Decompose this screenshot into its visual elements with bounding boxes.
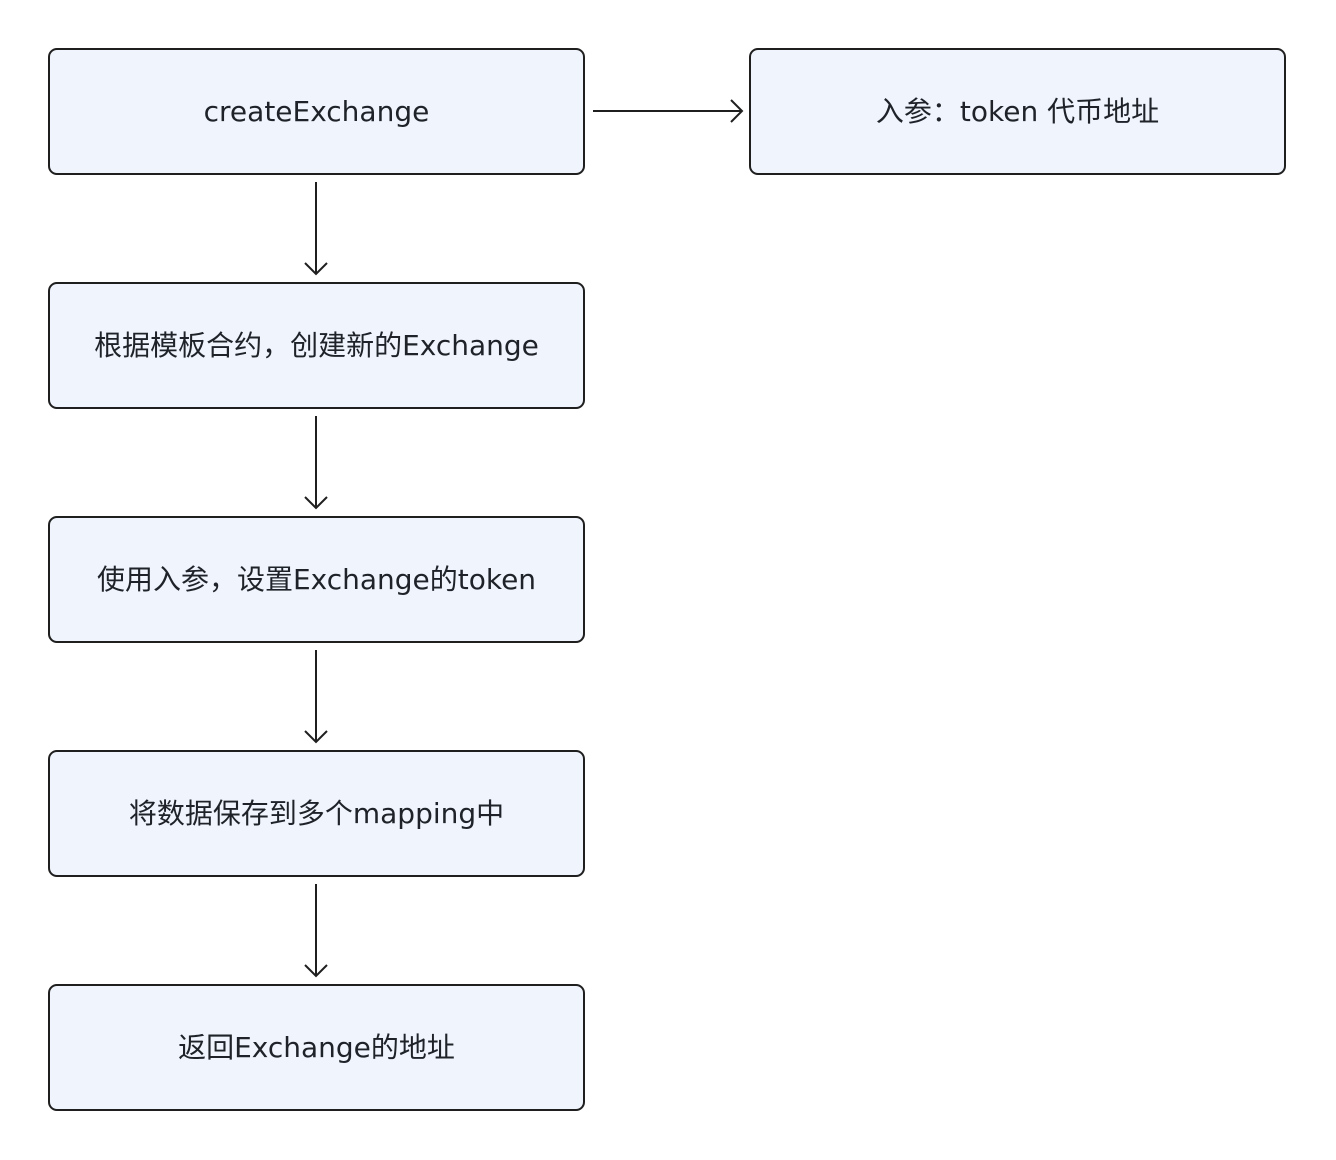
node-save-mappings-label: 将数据保存到多个mapping中: [128, 796, 505, 830]
edge-create-to-param: [593, 99, 744, 123]
node-input-param: 入参：token 代币地址: [749, 48, 1286, 175]
edge-set-token-to-save: [304, 650, 328, 744]
edge-template-to-set-token: [304, 416, 328, 510]
node-create-from-template-label: 根据模板合约，创建新的Exchange: [94, 328, 539, 362]
node-set-token: 使用入参，设置Exchange的token: [48, 516, 585, 643]
node-create-from-template: 根据模板合约，创建新的Exchange: [48, 282, 585, 409]
node-save-mappings: 将数据保存到多个mapping中: [48, 750, 585, 877]
node-return-address: 返回Exchange的地址: [48, 984, 585, 1111]
node-create-exchange: createExchange: [48, 48, 585, 175]
node-return-address-label: 返回Exchange的地址: [178, 1030, 455, 1064]
node-set-token-label: 使用入参，设置Exchange的token: [96, 562, 537, 596]
edge-create-to-template: [304, 182, 328, 276]
edge-save-to-return: [304, 884, 328, 978]
node-input-param-label: 入参：token 代币地址: [875, 94, 1160, 128]
node-create-exchange-label: createExchange: [203, 94, 430, 128]
